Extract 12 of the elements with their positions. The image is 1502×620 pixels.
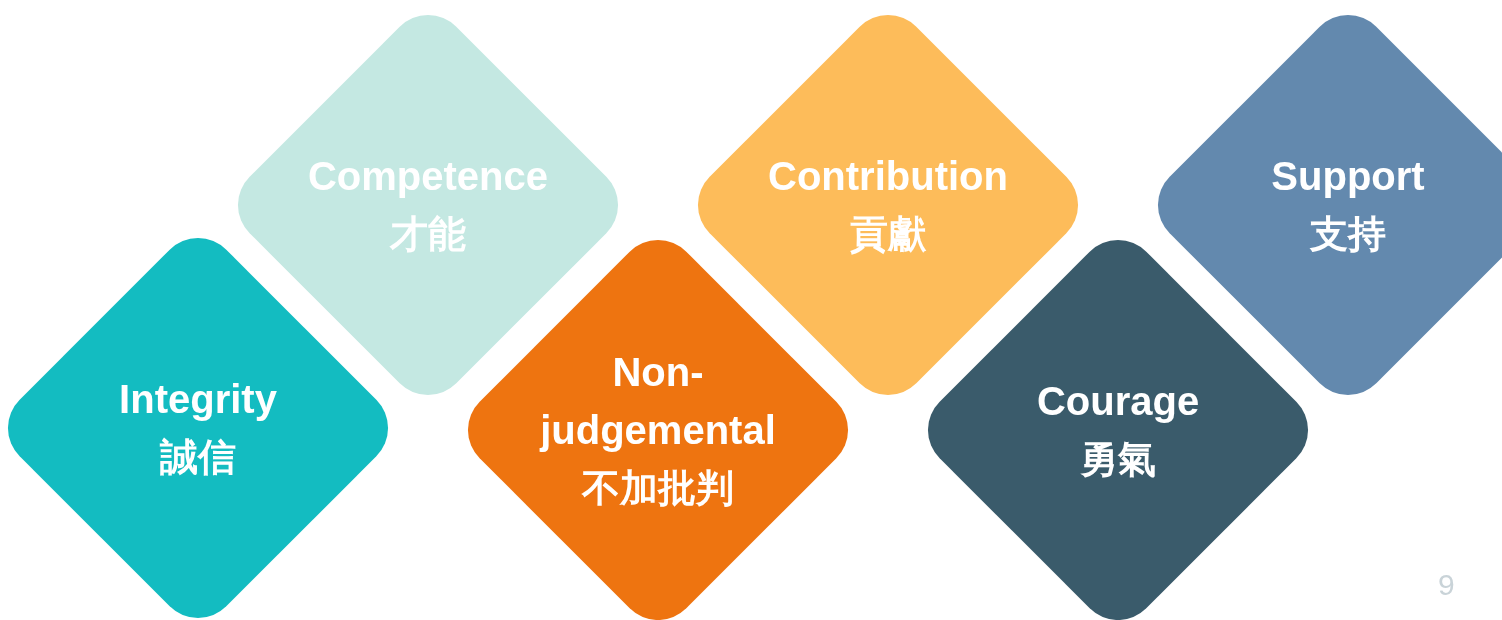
value-title-chinese: 貢獻 xyxy=(850,211,926,258)
value-title-chinese: 不加批判 xyxy=(582,465,734,512)
value-title: Contribution xyxy=(768,153,1008,200)
value-title-chinese: 支持 xyxy=(1310,211,1386,258)
value-title: Competence xyxy=(307,153,549,200)
value-title-chinese: 才能 xyxy=(390,211,466,258)
value-title: Support xyxy=(1271,153,1425,200)
value-title-chinese: 勇氣 xyxy=(1080,436,1156,483)
value-title: Non-judgemental xyxy=(538,349,777,454)
value-title: Integrity xyxy=(119,376,277,423)
value-title-chinese: 誠信 xyxy=(160,434,236,481)
value-title: Courage xyxy=(1036,378,1200,425)
